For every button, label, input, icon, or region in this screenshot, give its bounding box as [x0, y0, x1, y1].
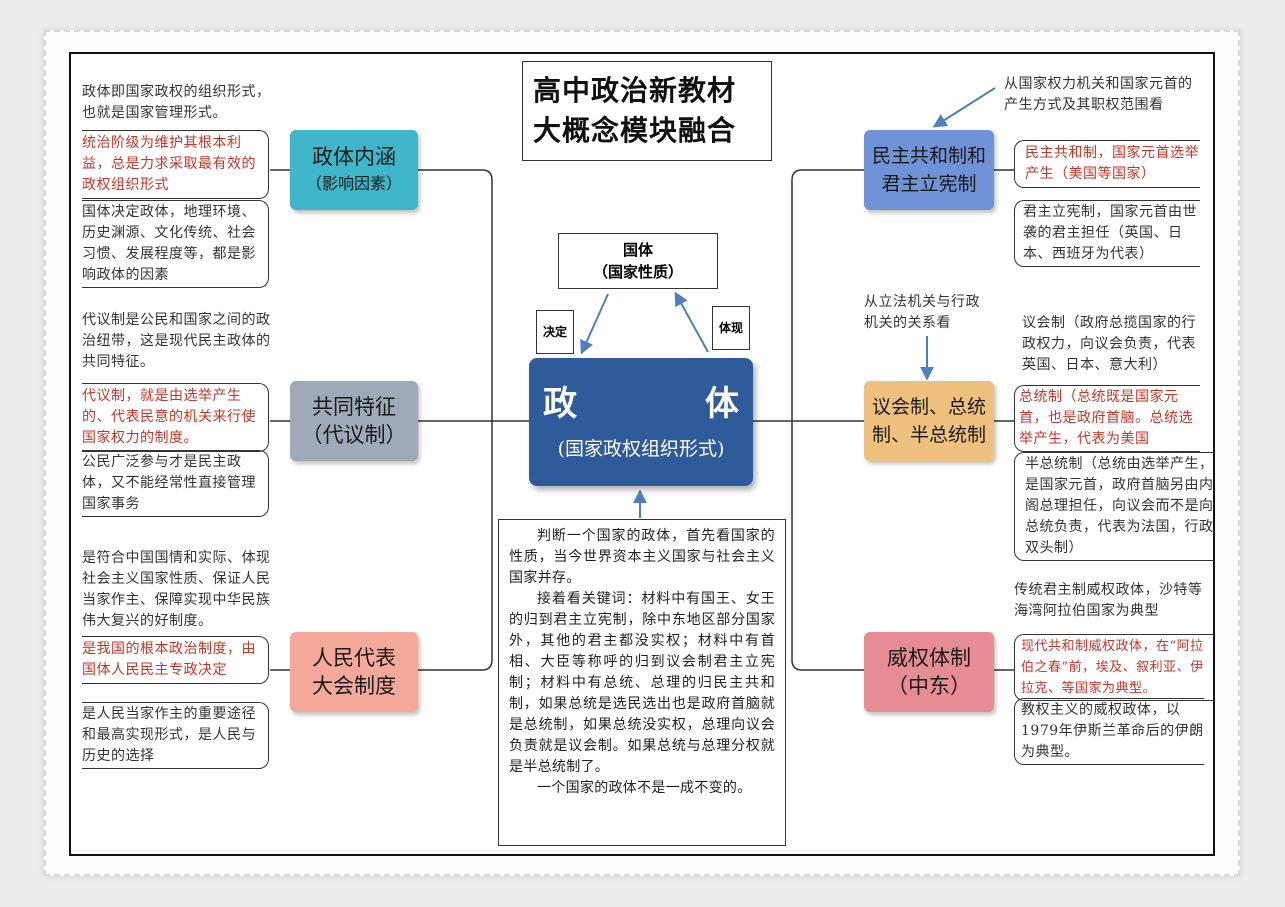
- center-subtitle: (国家政权组织形式): [557, 438, 725, 460]
- right3-note-top: 传统君主制威权政体，沙特等海湾阿拉伯国家为典型: [1014, 582, 1203, 619]
- node-weiquan-tizhi-label-2: （中东）: [887, 674, 971, 698]
- left2-note-bottom: 公民广泛参与才是民主政体，又不能经常性直接管理国家事务: [82, 450, 269, 517]
- explanation-paragraph-3: 一个国家的政体不是一成不变的。: [537, 780, 752, 796]
- right3-note-bottom: 教权主义的威权政体，以1979年伊斯兰革命后的伊朗为典型。: [1014, 698, 1204, 765]
- node-renmin-daibiao-sub: 大会制度: [312, 674, 396, 698]
- right1-note-top: 从国家权力机关和国家元首的产生方式及其职权范围看: [1004, 76, 1193, 113]
- node-renmin-daibiao: 人民代表 大会制度: [290, 632, 418, 712]
- explanation-box: 判断一个国家的政体，首先看国家的性质，当今世界资本主义国家与社会主义国家并存。 …: [498, 519, 786, 846]
- guoti-box: 国体 （国家性质）: [558, 233, 718, 289]
- left2-note-top: 代议制是公民和国家之间的政治纽带，这是现代民主政体的共同特征。: [82, 312, 271, 370]
- node-yihui-zongtong-label-2: 制、半总统制: [871, 424, 986, 446]
- right2-note-mid: 从立法机关与行政机关的关系看: [864, 294, 980, 331]
- left1-note-red: 统治阶级为维护其根本利益，总是力求采取最有效的政权组织形式: [82, 130, 269, 199]
- node-weiquan-tizhi: 威权体制 （中东）: [864, 632, 994, 712]
- left2-note-red: 代议制，就是由选举产生的、代表民意的机关来行使国家权力的制度。: [82, 383, 269, 452]
- node-minzhu-gonghe-label-1: 民主共和制和: [871, 145, 986, 167]
- decide-label: 决定: [536, 310, 574, 354]
- center-node-zhengti: 政 体 (国家政权组织形式): [529, 358, 753, 486]
- left-trunk-line: [418, 169, 493, 671]
- left3-note-red: 是我国的根本政治制度，由国体人民民主专政决定: [82, 636, 269, 684]
- right1-note-bottom: 君主立宪制，国家元首由世袭的君主担任（英国、日本、西班牙为代表）: [1014, 200, 1200, 267]
- explanation-paragraph-1: 判断一个国家的政体，首先看国家的性质，当今世界资本主义国家与社会主义国家并存。: [509, 528, 775, 586]
- left1-note-bottom: 国体决定政体，地理环境、历史渊源、文化传统、社会习惯、发展程度等，都是影响政体的…: [82, 200, 269, 288]
- center-char-1: 政: [543, 384, 577, 424]
- embody-arrow: [674, 291, 709, 353]
- power-arrow: [932, 87, 996, 128]
- title-line-2: 大概念模块融合: [533, 114, 737, 147]
- node-yihui-zongtong: 议会制、总统 制、半总统制: [864, 381, 994, 461]
- guoti-line-1: 国体: [622, 241, 653, 259]
- node-weiquan-tizhi-label-1: 威权体制: [887, 646, 971, 670]
- node-zhengti-neihan: 政体内涵 （影响因素）: [290, 130, 418, 210]
- node-minzhu-gonghe-label-2: 君主立宪制: [881, 173, 977, 195]
- node-minzhu-gonghe: 民主共和制和 君主立宪制: [864, 130, 994, 210]
- left3-note-top: 是符合中国国情和实际、体现社会主义国家性质、保证人民当家作主、保障实现中华民族伟…: [82, 550, 271, 629]
- node-zhengti-neihan-label: 政体内涵: [312, 145, 396, 169]
- guoti-line-2: （国家性质）: [592, 263, 683, 281]
- center-char-2: 体: [705, 384, 739, 424]
- embody-label: 体现: [712, 306, 750, 350]
- node-gongtong-tezheng: 共同特征 （代议制）: [290, 381, 418, 461]
- right3-note-red: 现代共和制威权政体，在“阿拉伯之春”前，埃及、叙利亚、伊拉克、等国家为典型。: [1014, 634, 1214, 701]
- decide-arrow: [580, 293, 609, 355]
- node-renmin-daibiao-label: 人民代表: [312, 646, 396, 670]
- node-gongtong-tezheng-sub: （代议制）: [301, 423, 407, 447]
- node-gongtong-tezheng-label: 共同特征: [312, 395, 396, 419]
- node-zhengti-neihan-sub: （影响因素）: [305, 174, 402, 193]
- explanation-paragraph-2: 接着看关键词：材料中有国王、女王的归到君主立宪制，除中东地区部分国家外，其他的君…: [509, 591, 775, 775]
- right1-note-red: 民主共和制，国家元首选举产生（美国等国家）: [1014, 140, 1200, 188]
- title-line-1: 高中政治新教材: [533, 74, 737, 107]
- left3-note-bottom: 是人民当家作主的重要途径和最高实现形式，是人民与历史的选择: [82, 702, 269, 769]
- right2-note-top: 议会制（政府总揽国家的行政权力，向议会负责，代表英国、日本、意大利）: [1022, 315, 1196, 373]
- title-box: 高中政治新教材 大概念模块融合: [522, 61, 772, 161]
- left1-note-top: 政体即国家政权的组织形式，也就是国家管理形式。: [82, 84, 271, 121]
- right2-note-bottom: 半总统制（总统由选举产生，是国家元首，政府首脑另由内阁总理担任，向议会而不是向总…: [1014, 452, 1214, 561]
- right-trunk-line: [791, 169, 864, 671]
- node-yihui-zongtong-label-1: 议会制、总统: [871, 396, 986, 418]
- right2-note-red: 总统制（总统既是国家元首，也是政府首脑。总统选举产生，代表为美国: [1014, 385, 1200, 452]
